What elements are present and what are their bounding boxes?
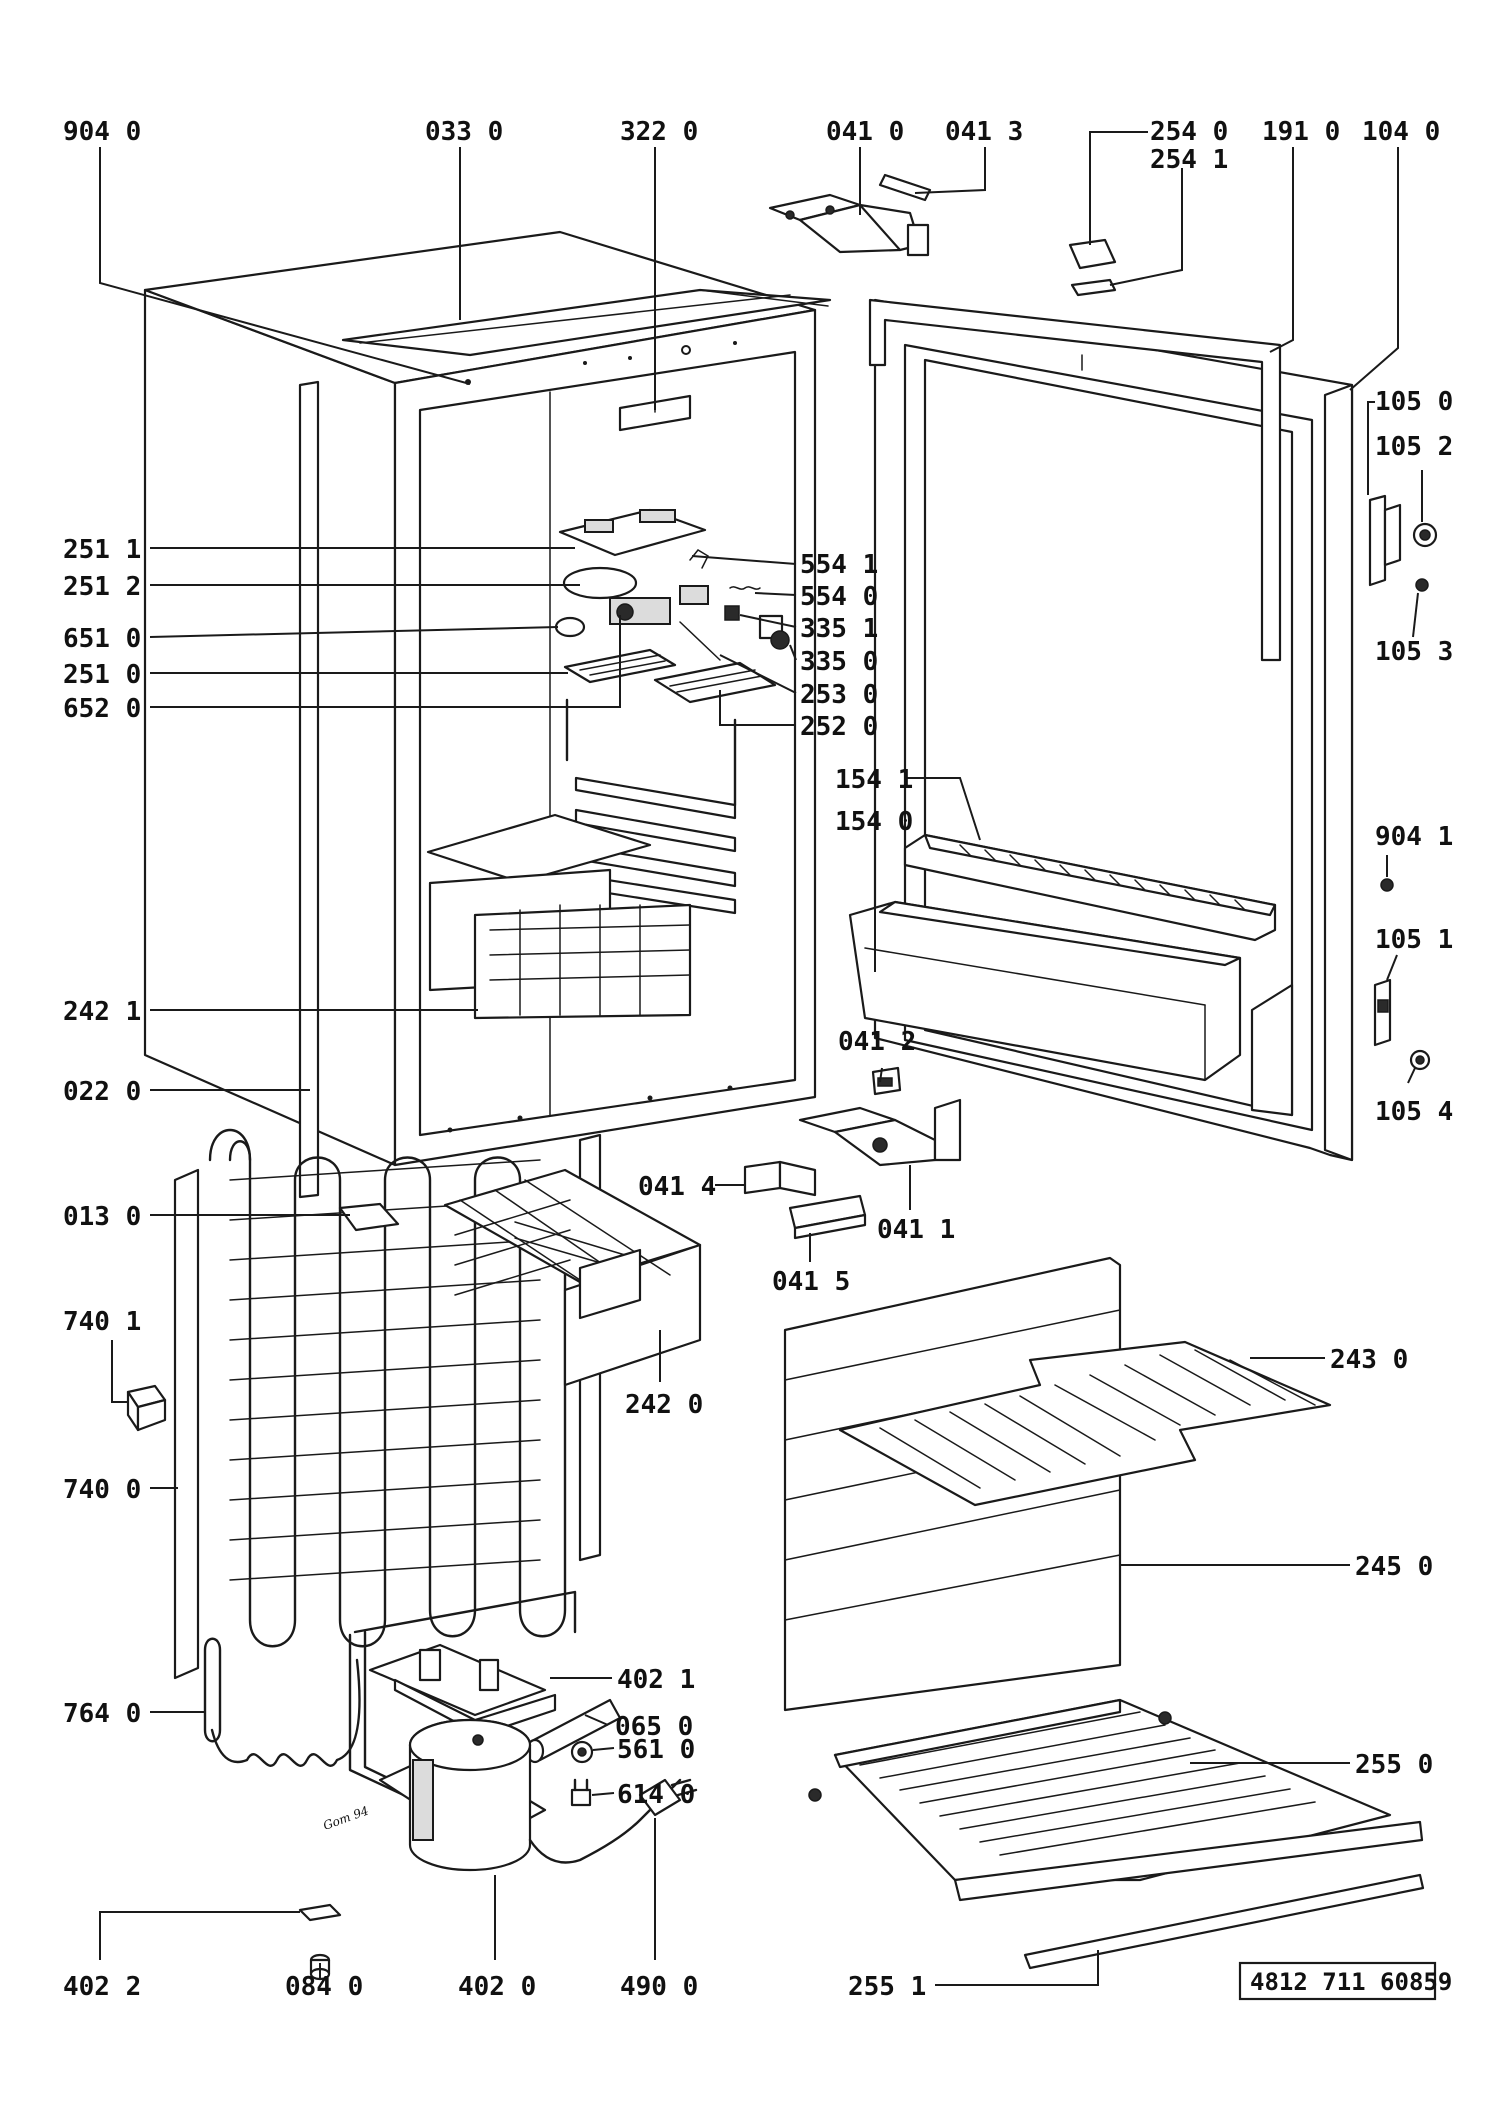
part-label-245-0: 245 0 <box>1355 1552 1433 1582</box>
part-label-105-1: 105 1 <box>1375 925 1453 955</box>
part-label-254-1: 254 1 <box>1150 145 1228 175</box>
part-label-033-0: 033 0 <box>425 117 503 147</box>
part-label-904-0: 904 0 <box>63 117 141 147</box>
part-label-013-0: 013 0 <box>63 1202 141 1232</box>
reference-box: 4812 711 60859 <box>1238 1961 1452 2001</box>
part-label-402-2: 402 2 <box>63 1972 141 2002</box>
part-label-191-0: 191 0 <box>1262 117 1340 147</box>
part-label-651-0: 651 0 <box>63 624 141 654</box>
shelves <box>783 1256 1425 1970</box>
part-labels: 904 0 033 0 322 0 041 0 041 3 254 0 254 … <box>63 117 1453 2002</box>
signature-text: Gom 94 <box>321 1803 370 1832</box>
part-label-764-0: 764 0 <box>63 1699 141 1729</box>
part-label-242-1: 242 1 <box>63 997 141 1027</box>
part-label-402-0: 402 0 <box>458 1972 536 2002</box>
part-label-154-0: 154 0 <box>835 807 913 837</box>
part-label-105-4: 105 4 <box>1375 1097 1453 1127</box>
part-label-254-0: 254 0 <box>1150 117 1228 147</box>
part-label-065-0: 065 0 <box>615 1712 693 1742</box>
part-label-251-2: 251 2 <box>63 572 141 602</box>
part-label-105-3: 105 3 <box>1375 637 1453 667</box>
part-label-041-2: 041 2 <box>838 1027 916 1057</box>
part-label-242-0: 242 0 <box>625 1390 703 1420</box>
part-label-105-0: 105 0 <box>1375 387 1453 417</box>
part-label-154-1: 154 1 <box>835 765 913 795</box>
leader-lines <box>99 131 1423 1986</box>
part-label-561-0: 561 0 <box>617 1735 695 1765</box>
part-label-255-0: 255 0 <box>1355 1750 1433 1780</box>
part-label-104-0: 104 0 <box>1362 117 1440 147</box>
part-label-904-1: 904 1 <box>1375 822 1453 852</box>
part-label-335-0: 335 0 <box>800 647 878 677</box>
part-label-740-1: 740 1 <box>63 1307 141 1337</box>
cabinet <box>143 230 832 1199</box>
part-label-402-1: 402 1 <box>617 1665 695 1695</box>
part-label-041-4: 041 4 <box>638 1172 716 1202</box>
part-label-614-0: 614 0 <box>617 1780 695 1810</box>
hinge-parts <box>743 173 1438 1240</box>
part-label-554-0: 554 0 <box>800 582 878 612</box>
part-label-022-0: 022 0 <box>63 1077 141 1107</box>
compressor-area: Gom 94 <box>203 1590 698 1981</box>
part-label-041-1: 041 1 <box>877 1215 955 1245</box>
rack-242-0 <box>443 1168 702 1387</box>
part-label-255-1: 255 1 <box>848 1972 926 2002</box>
part-label-105-2: 105 2 <box>1375 432 1453 462</box>
part-label-251-0: 251 0 <box>63 660 141 690</box>
part-label-243-0: 243 0 <box>1330 1345 1408 1375</box>
part-label-041-5: 041 5 <box>772 1267 850 1297</box>
part-label-554-1: 554 1 <box>800 550 878 580</box>
part-label-251-1: 251 1 <box>63 535 141 565</box>
part-label-253-0: 253 0 <box>800 680 878 710</box>
part-label-041-0: 041 0 <box>826 117 904 147</box>
part-label-652-0: 652 0 <box>63 694 141 724</box>
part-label-740-0: 740 0 <box>63 1475 141 1505</box>
reference-number: 4812 711 60859 <box>1250 1968 1452 1996</box>
part-label-041-3: 041 3 <box>945 117 1023 147</box>
door <box>848 298 1354 1162</box>
part-label-084-0: 084 0 <box>285 1972 363 2002</box>
part-label-490-0: 490 0 <box>620 1972 698 2002</box>
part-label-322-0: 322 0 <box>620 117 698 147</box>
part-label-335-1: 335 1 <box>800 614 878 644</box>
part-label-252-0: 252 0 <box>800 712 878 742</box>
